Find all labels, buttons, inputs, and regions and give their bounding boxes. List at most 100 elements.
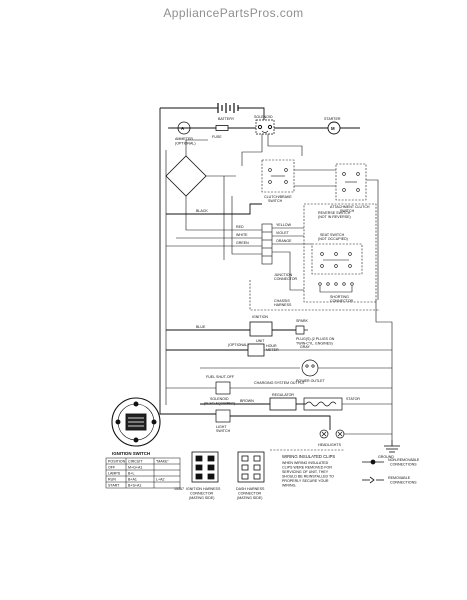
note-line-2: WHEN WIRING INSULATED [282, 461, 329, 465]
wire-solenoid-down [241, 134, 263, 166]
label-clutch-brake: CLUTCH/BRAKE [264, 195, 292, 199]
ground-symbol [384, 440, 400, 453]
label-dash-conn: CONNECTOR [238, 492, 261, 496]
table-cell-0-1: M+G+A1 [128, 466, 142, 470]
legend-removable-conn: CONNECTIONS [390, 481, 417, 485]
label-shorting: SHORTING [330, 295, 349, 299]
label-dash-harness: DASH HARNESS [236, 487, 265, 491]
label-if-equipped: (IF SO EQUIPPED) [204, 402, 235, 406]
svg-text:M: M [331, 126, 335, 131]
label-attachment-switch: SWITCH [340, 209, 355, 213]
wire-rectifier-top [185, 139, 208, 156]
clutch-brake-switch-box [261, 159, 295, 193]
spark-plug-symbol [295, 325, 308, 335]
label-fuse: FUSE [212, 135, 222, 139]
wire-attach-right [366, 179, 379, 300]
wire-light-headlights [230, 415, 331, 430]
note-line-4: SERVICING OF UNIT, THEY [282, 470, 329, 474]
label-fuel-solenoid: SOLENOID [210, 397, 229, 401]
site-header: AppliancePartsPros.com [163, 6, 304, 20]
legend-removable: REMOVABLE [388, 476, 411, 480]
label-light: LIGHT [216, 425, 227, 429]
label-wire-white: WHITE [236, 233, 248, 237]
table-cell-2-1: B+A1 [128, 478, 137, 482]
ignition-unit-box [249, 321, 273, 337]
table-cell-0-0: OFF [108, 466, 116, 470]
label-harness: HARNESS [274, 303, 292, 307]
label-code: 15367 [174, 487, 184, 491]
label-ign-harness: IGNITION HARNESS [186, 487, 221, 491]
label-optional: (OPTIONAL) [228, 343, 249, 347]
label-spark: SPARK [296, 319, 309, 323]
label-regulator: REGULATOR [272, 393, 294, 397]
wire-vert-232 [231, 196, 262, 255]
label-ground: GROUND [378, 455, 394, 459]
note-line-7: WIRING. [282, 484, 296, 488]
label-meter: METER [266, 348, 279, 352]
label-wire-yellow: YELLOW [276, 223, 292, 227]
label-seat-note: (NOT OCCUPIED) [318, 237, 348, 241]
label-chassis: CHASSIS [274, 299, 290, 303]
label-light-switch: SWITCH [216, 429, 231, 433]
table-cell-1-1: B+L [128, 472, 135, 476]
table-header-2: "MAKE" [156, 460, 169, 464]
shorting-connector [318, 282, 354, 293]
reverse-seat-switch-frame [303, 203, 377, 303]
label-solenoid: SOLENOID [254, 115, 273, 119]
label-attachment-clutch: ATTACHMENT CLUTCH [330, 205, 370, 209]
label-twin-cyl: TWIN-CYL. ENGINES) [296, 342, 333, 346]
label-clutch-brake-sw: SWITCH [268, 199, 283, 203]
ammeter-symbol [177, 121, 191, 135]
headlights-symbol [319, 429, 345, 439]
label-starter: STARTER [324, 117, 341, 121]
power-outlet-symbol [301, 359, 319, 377]
label-reverse-note: (NOT IN REVERSE) [318, 215, 351, 219]
fuel-solenoid-box [215, 381, 231, 395]
legend-non-removable: NON-REMOVABLE [388, 458, 420, 462]
label-wire-green: GREEN [236, 241, 249, 245]
table-header-0: POSITION [108, 460, 126, 464]
label-headlights: HEADLIGHTS [318, 443, 342, 447]
label-seat-switch: SEAT SWITCH [320, 233, 345, 237]
fuse-symbol [215, 125, 229, 131]
hour-meter-box [247, 343, 265, 357]
clutch-brake-contacts [268, 168, 288, 184]
label-ign-side: (MATING SIDE) [189, 496, 215, 500]
label-dash-side: (MATING SIDE) [237, 496, 263, 500]
table-cell-2-2: L+A2 [156, 478, 165, 482]
ignition-switch-symbol [111, 397, 161, 447]
table-cell-3-0: START [108, 484, 120, 488]
label-fuel-shutoff: FUEL SHUT-OFF [206, 375, 235, 379]
label-wire-black-1: BLACK [196, 209, 208, 213]
label-junction: JUNCTION [274, 273, 293, 277]
label-wire-red: RED [236, 225, 244, 229]
legend-non-removable-symbol [362, 459, 384, 465]
label-wire-gray: GRAY [300, 345, 311, 349]
label-ignition-switch: IGNITION SWITCH [112, 451, 150, 456]
label-wire-brown: BROWN [240, 399, 254, 403]
light-switch-box [215, 409, 231, 423]
seat-switch-inner [311, 243, 363, 275]
svg-text:A: A [181, 126, 185, 131]
rectifier-symbol [165, 155, 207, 197]
switch-table-grid [105, 457, 181, 489]
legend-removable-symbol [362, 476, 384, 484]
label-wire-violet: VIOLET [276, 231, 290, 235]
wire-right-rail [375, 300, 393, 440]
stator-symbol [303, 397, 343, 411]
dash-harness-connector [237, 451, 265, 483]
wire-to-seat-4 [272, 251, 304, 291]
label-ign-conn: CONNECTOR [190, 492, 213, 496]
label-shorting-conn: CONNECTOR [330, 299, 353, 303]
solenoid-symbol [255, 119, 275, 135]
attachment-contacts [342, 172, 360, 192]
seat-switch-contacts [320, 252, 352, 268]
attachment-clutch-switch-box [335, 163, 367, 201]
label-wire-orange: ORANGE [276, 239, 292, 243]
table-cell-3-1: B+S+A1 [128, 484, 141, 488]
label-plugs-note: PLUG(S) (2 PLUGS ON [296, 337, 335, 341]
table-header-1: CIRCUIT [128, 460, 143, 464]
label-connector: CONNECTOR [274, 277, 297, 281]
